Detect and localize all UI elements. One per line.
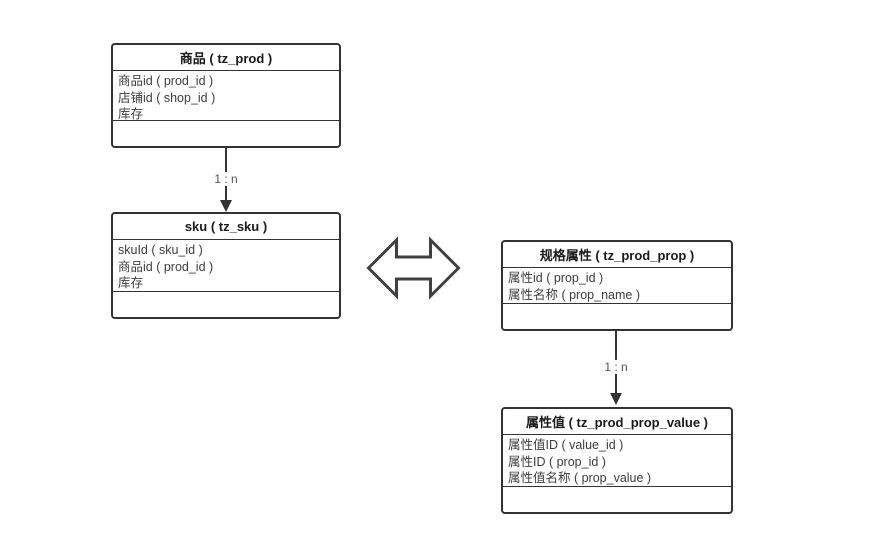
table-rows: 属性id ( prop_id ) 属性名称 ( prop_name ) (503, 268, 731, 303)
table-title: sku ( tz_sku ) (113, 214, 339, 240)
table-rows: 属性值ID ( value_id ) 属性ID ( prop_id ) 属性值名称 … (503, 435, 731, 486)
table-row: 属性值名称 ( prop_value ) (508, 471, 652, 485)
table-row: 库存 (118, 107, 144, 120)
table-row: 库存 (118, 276, 144, 290)
connector-prod-to-sku: 1 : n (206, 147, 246, 212)
table-row: 属性名称 ( prop_name ) (508, 287, 640, 302)
table-rows: skuId ( sku_id ) 商品id ( prod_id ) 库存 (113, 240, 339, 291)
arrowhead-down-icon (610, 393, 622, 405)
table-row: 商品id ( prod_id ) (118, 74, 214, 88)
table-row: 商品id ( prod_id ) (118, 259, 214, 274)
table-row: 属性值ID ( value_id ) (508, 438, 624, 452)
entity-table-prod: 商品 ( tz_prod ) 商品id ( prod_id ) 店铺id ( sh… (111, 43, 341, 148)
cardinality-label: 1 : n (211, 171, 241, 186)
cardinality-label: 1 : n (601, 359, 631, 374)
table-title: 属性值 ( tz_prod_prop_value ) (503, 409, 731, 435)
table-empty-section (113, 291, 339, 317)
table-row: skuId ( sku_id ) (118, 243, 203, 257)
table-row: 店铺id ( shop_id ) (118, 90, 216, 105)
left-right-double-arrow-icon (366, 236, 461, 300)
entity-table-sku: sku ( tz_sku ) skuId ( sku_id ) 商品id ( pr… (111, 212, 341, 319)
table-empty-section (113, 120, 339, 146)
entity-table-prod-prop-value: 属性值 ( tz_prod_prop_value ) 属性值ID ( value… (501, 407, 733, 514)
table-title: 规格属性 ( tz_prod_prop ) (503, 242, 731, 268)
table-empty-section (503, 486, 731, 512)
entity-table-prod-prop: 规格属性 ( tz_prod_prop ) 属性id ( prop_id )属性… (501, 240, 733, 331)
arrowhead-down-icon (220, 200, 232, 212)
table-row: 属性id ( prop_id ) (508, 271, 604, 285)
table-title: 商品 ( tz_prod ) (113, 45, 339, 71)
table-row: 属性ID ( prop_id ) (508, 454, 606, 469)
table-empty-section (503, 303, 731, 329)
connector-prop-to-value: 1 : n (596, 331, 636, 405)
table-rows: 商品id ( prod_id ) 店铺id ( shop_id ) 库存 (113, 71, 339, 120)
